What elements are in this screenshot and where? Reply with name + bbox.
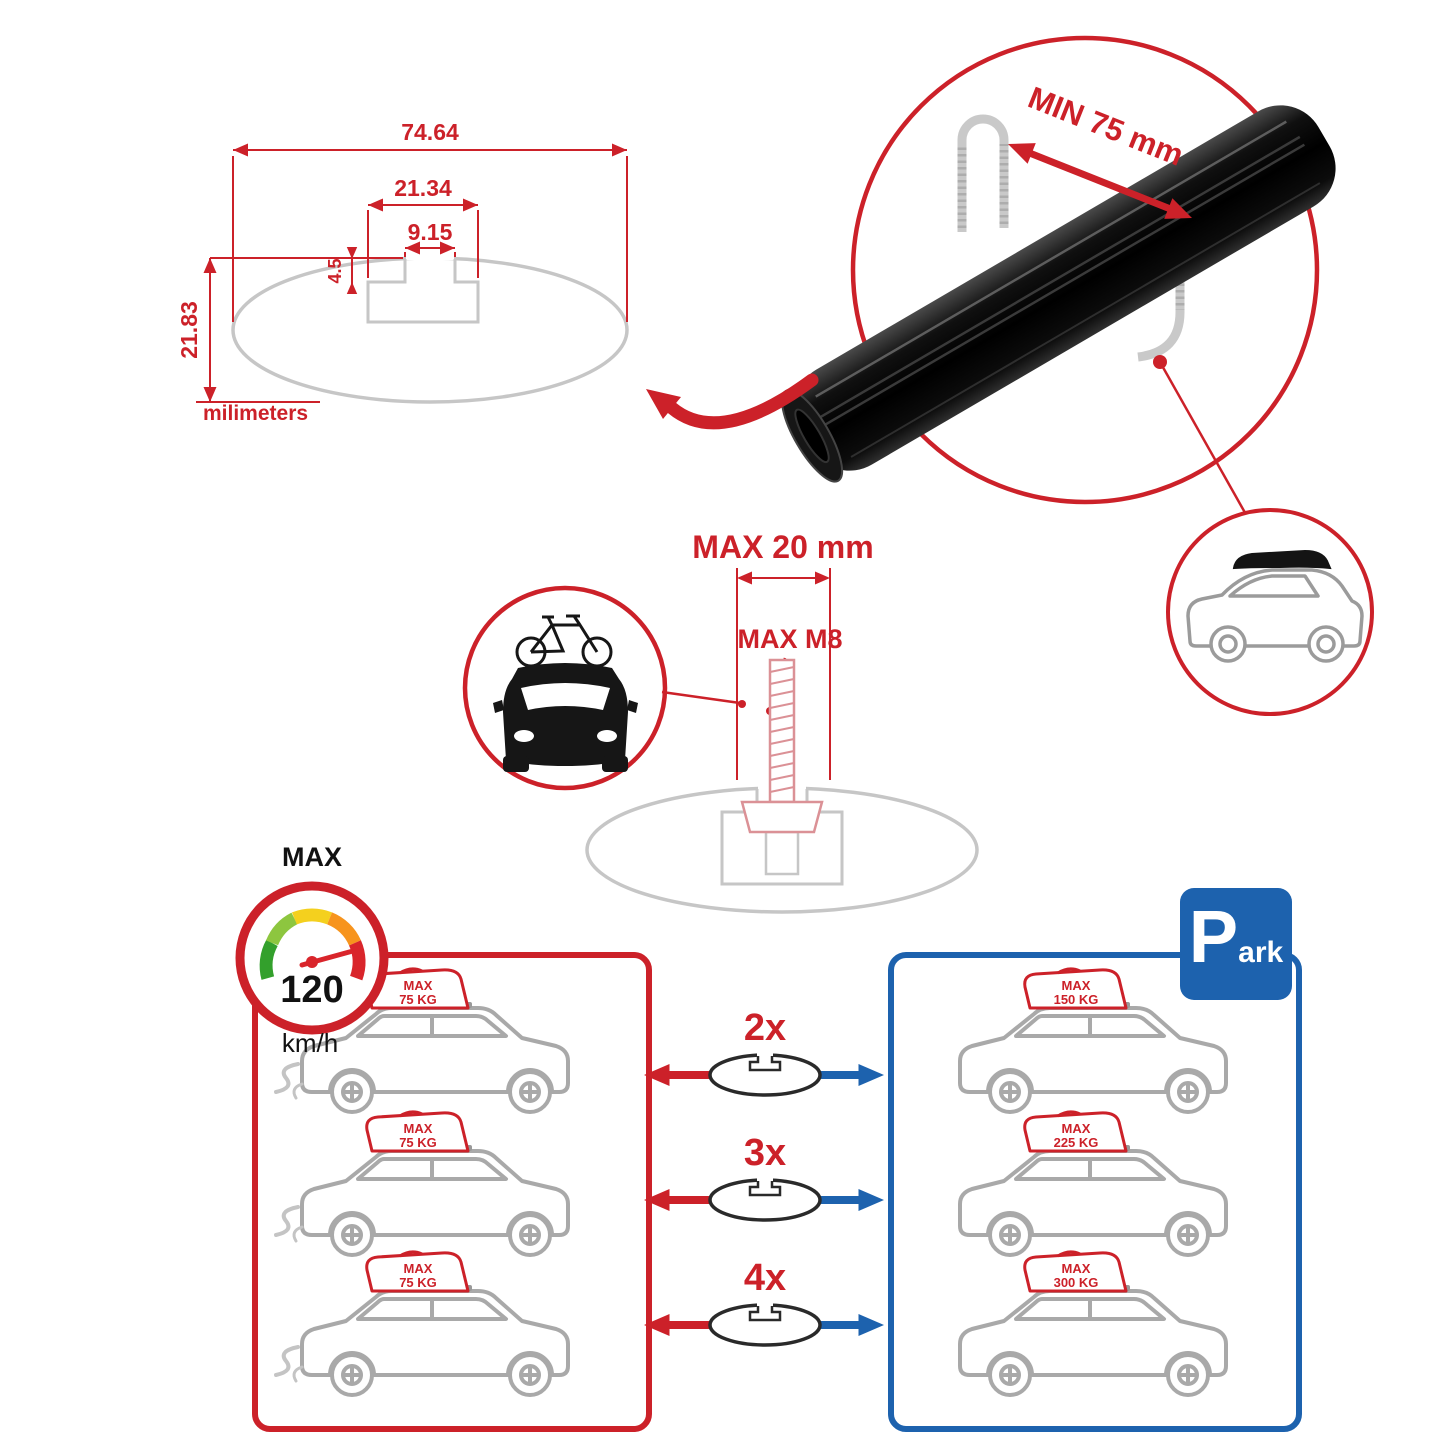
park-sign-suffix: ark bbox=[1238, 936, 1284, 969]
car-with-roof-cargo: MAX 75 KG bbox=[300, 967, 570, 1114]
crossbar-profile-icon bbox=[708, 1303, 822, 1347]
max20-dimension bbox=[736, 568, 831, 780]
dim-lip-depth: 4.5 bbox=[325, 258, 345, 283]
crossbar-profile bbox=[231, 251, 629, 404]
speed-limit-gauge: MAX 120 km/h bbox=[235, 842, 389, 1058]
crossbar-profile-icon bbox=[708, 1053, 822, 1097]
clamp-hook-icon bbox=[1137, 208, 1185, 362]
zoom-circle bbox=[850, 35, 1320, 505]
multiplier-label: 3x bbox=[744, 1132, 786, 1174]
car-with-roof-cargo: MAX 75 KG bbox=[300, 1250, 570, 1397]
car-with-roof-cargo: MAX 75 KG bbox=[300, 1110, 570, 1257]
dim-opening-width: 9.15 bbox=[408, 219, 453, 245]
gauge-value: 120 bbox=[280, 969, 343, 1011]
cargo-max-label: MAX bbox=[404, 1261, 433, 1276]
roof-box-icon bbox=[1232, 549, 1332, 570]
u-bolt-icon bbox=[957, 114, 1009, 232]
gauge-unit: km/h bbox=[282, 1028, 338, 1058]
park-sign-letter: P bbox=[1188, 895, 1239, 978]
suv-icon bbox=[958, 1000, 1228, 1114]
cargo-max-label: MAX bbox=[1062, 978, 1091, 993]
cargo-weight-label: 75 KG bbox=[399, 1275, 437, 1290]
car-with-roof-cargo: MAX 150 KG bbox=[958, 967, 1228, 1114]
suv-icon bbox=[958, 1283, 1228, 1397]
crossbar-profile-icon bbox=[708, 1178, 822, 1222]
cargo-max-label: MAX bbox=[404, 978, 433, 993]
moving-load-panel bbox=[252, 952, 652, 1432]
suv-icon bbox=[300, 1143, 570, 1257]
cargo-weight-label: 75 KG bbox=[399, 1135, 437, 1150]
car-with-roof-cargo: MAX 300 KG bbox=[958, 1250, 1228, 1397]
suv-icon bbox=[300, 1283, 570, 1397]
cargo-max-label: MAX bbox=[404, 1121, 433, 1136]
motion-lines-icon bbox=[274, 1345, 304, 1383]
motion-lines-icon bbox=[274, 1205, 304, 1243]
multiplier-label: 2x bbox=[744, 1007, 786, 1049]
cargo-max-label: MAX bbox=[1062, 1261, 1091, 1276]
multiplier-row-1: 2x bbox=[644, 1007, 884, 1097]
cargo-weight-label: 225 KG bbox=[1054, 1135, 1099, 1150]
cargo-weight-label: 75 KG bbox=[399, 992, 437, 1007]
callout-line bbox=[1158, 361, 1250, 519]
cargo-max-label: MAX bbox=[1062, 1121, 1091, 1136]
max-thread-label: MAX M8 bbox=[737, 624, 842, 654]
crossbar-3d bbox=[780, 105, 1336, 483]
motion-lines-icon bbox=[274, 1062, 304, 1100]
suv-icon bbox=[958, 1143, 1228, 1257]
car-front-icon bbox=[493, 663, 638, 772]
suv-icon bbox=[1186, 568, 1364, 663]
dim-profile-height: 21.83 bbox=[176, 301, 202, 359]
multiplier-row-3: 4x bbox=[644, 1257, 884, 1347]
bar-render-section: MIN 75 mm bbox=[780, 35, 1374, 716]
bolt-diagram: MAX 20 mm MAX M8 bbox=[462, 529, 979, 914]
dimension-diagram: 74.64 21.34 9.15 4.5 21.83 milimeters bbox=[176, 119, 819, 430]
dim-channel-width: 21.34 bbox=[394, 175, 452, 201]
gauge-needle bbox=[299, 949, 354, 968]
dimension-lines bbox=[196, 149, 628, 403]
unit-label: milimeters bbox=[203, 402, 308, 425]
cargo-weight-label: 150 KG bbox=[1054, 992, 1099, 1007]
car-with-roof-cargo: MAX 225 KG bbox=[958, 1110, 1228, 1257]
parked-load-panel bbox=[888, 952, 1302, 1432]
cargo-weight-label: 300 KG bbox=[1054, 1275, 1099, 1290]
curved-arrow-icon bbox=[646, 373, 819, 430]
min-spacing-arrow bbox=[1003, 133, 1197, 229]
max-length-label: MAX 20 mm bbox=[692, 529, 873, 565]
dim-total-width: 74.64 bbox=[401, 119, 459, 145]
bolt-icon bbox=[740, 658, 824, 834]
multiplier-label: 4x bbox=[744, 1257, 786, 1299]
multiplier-row-2: 3x bbox=[644, 1132, 884, 1222]
bubble-callout-line bbox=[661, 690, 741, 705]
speedometer-icon bbox=[259, 908, 366, 981]
multiplier-column: 2x 3x 4x bbox=[644, 1007, 884, 1347]
gauge-max-label: MAX bbox=[282, 842, 342, 872]
bubble-callout-dot bbox=[738, 700, 746, 708]
